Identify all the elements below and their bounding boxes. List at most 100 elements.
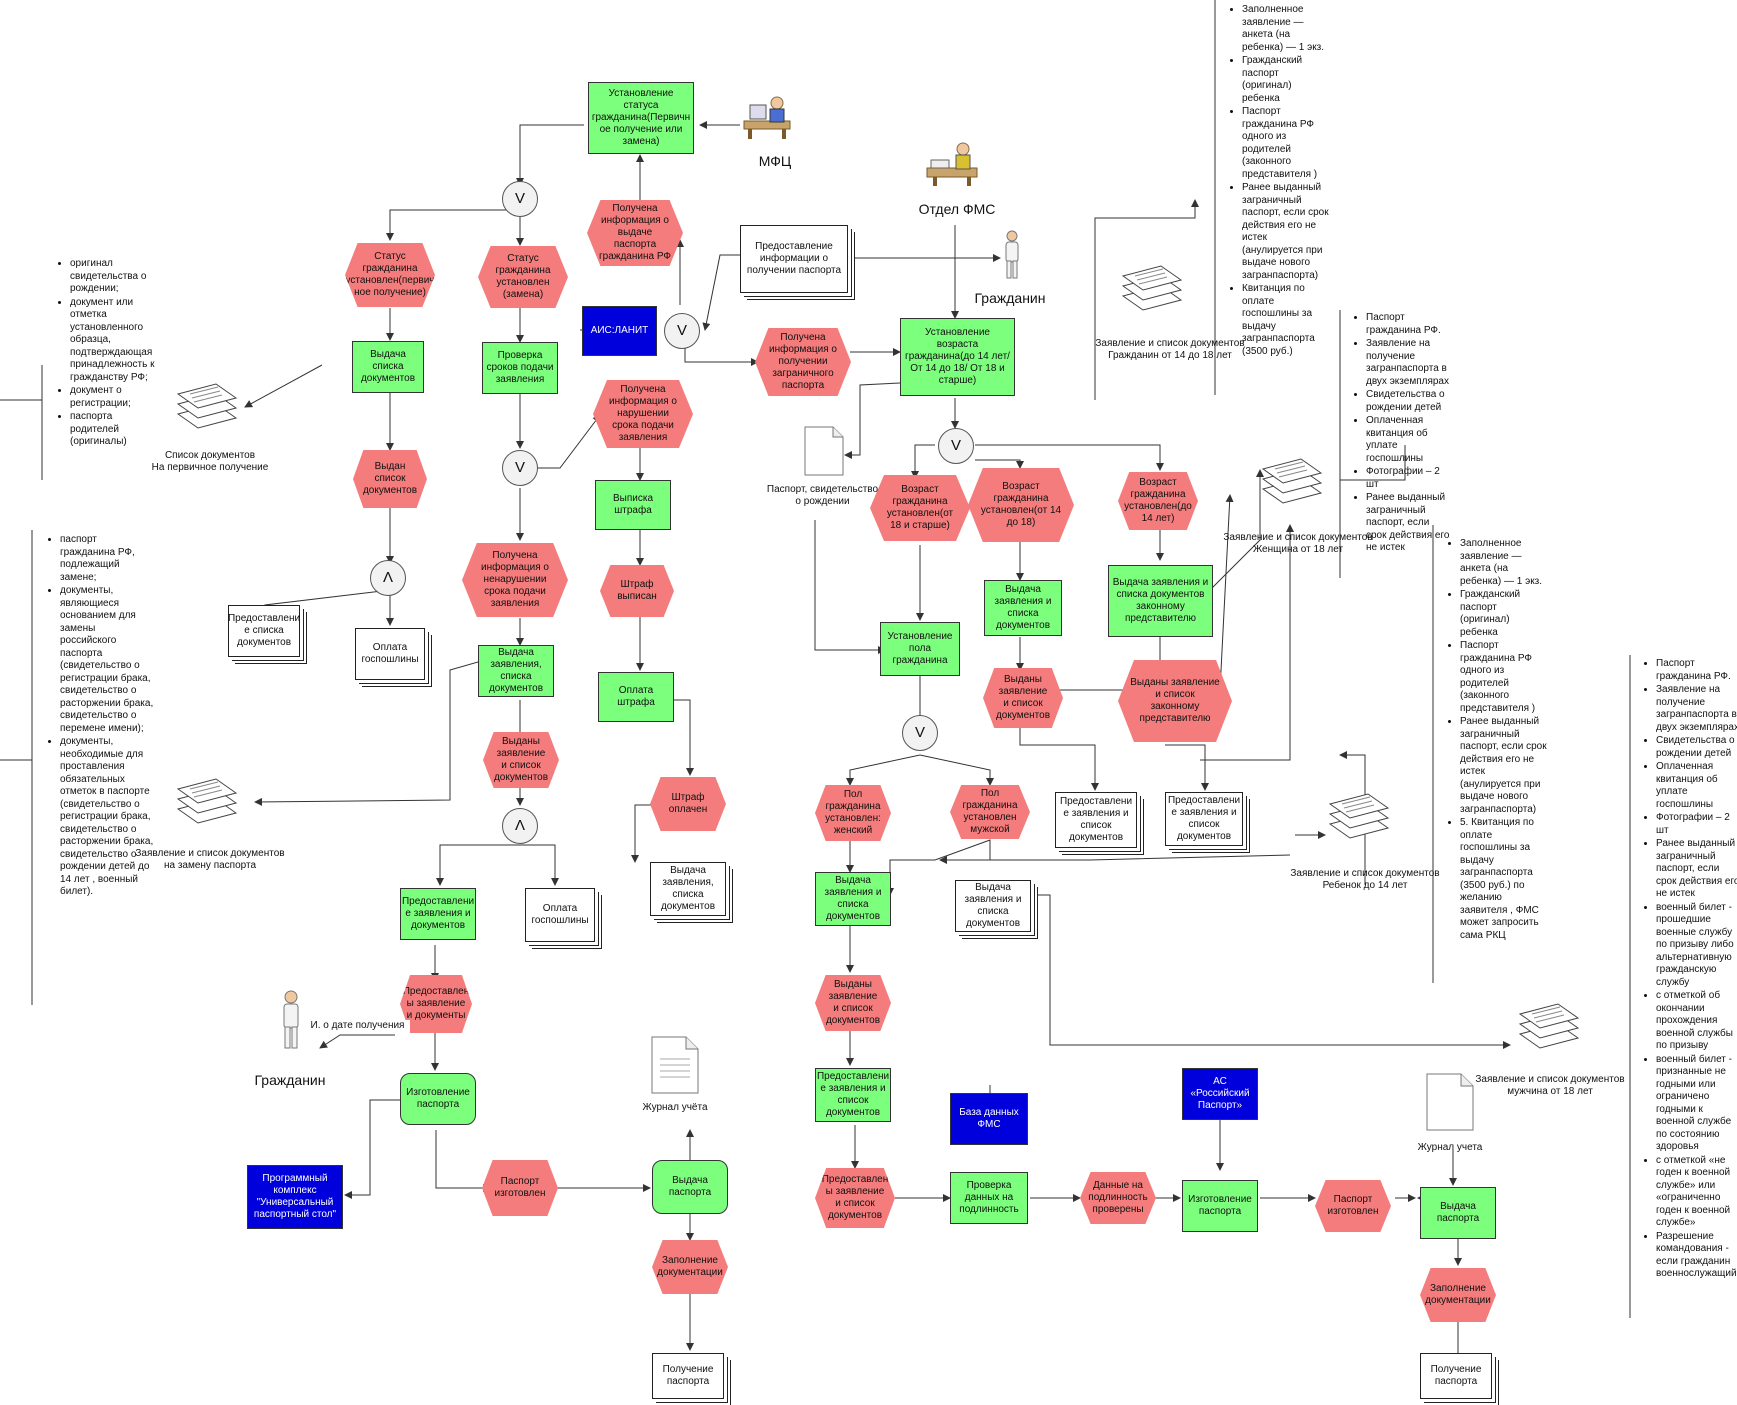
list-item: Оплаченная квитанция об уплате госпошлин… bbox=[1656, 761, 1737, 811]
function-make-passport-right[interactable]: Изготовление паспорта bbox=[1182, 1180, 1258, 1232]
event-info-rf[interactable]: Получена информация о выдаче паспорта гр… bbox=[587, 200, 683, 266]
document-stack-icon bbox=[176, 383, 238, 429]
system-upc[interactable]: Программный комплекс "Универсальный пасп… bbox=[247, 1165, 343, 1229]
function-issue-passport-right[interactable]: Выдача паспорта bbox=[1420, 1187, 1496, 1239]
event-made-left[interactable]: Паспорт изготовлен bbox=[482, 1160, 558, 1216]
label-mfc: МФЦ bbox=[758, 153, 792, 169]
clerk-icon bbox=[926, 142, 978, 186]
list-woman-docs: Паспорт гражданина РФ.Заявление на получ… bbox=[1342, 312, 1450, 556]
function-pay-fine[interactable]: Оплата штрафа bbox=[598, 672, 674, 722]
event-presented-female[interactable]: Предоставлен ы заявление и список докуме… bbox=[815, 1168, 895, 1228]
function-issue-list[interactable]: Выдача списка документов bbox=[352, 341, 424, 393]
list-first-docs: оригинал свидетельства о рождении;докуме… bbox=[46, 258, 156, 450]
list-item: военный билет - признанные не годными ил… bbox=[1656, 1054, 1737, 1154]
event-age-14[interactable]: Возраст гражданина установлен(до 14 лет) bbox=[1118, 472, 1198, 530]
list-item: Ранее выданный заграничный паспорт, если… bbox=[1460, 716, 1548, 816]
list-item: документ или отметка установленного обра… bbox=[70, 297, 156, 385]
operator-icon bbox=[743, 96, 791, 139]
document-stack-icon bbox=[1518, 1003, 1580, 1049]
list-item: Ранее выданный заграничный паспорт, если… bbox=[1656, 838, 1737, 901]
list-man-docs: Паспорт гражданина РФ.Заявление на получ… bbox=[1632, 658, 1737, 1282]
list-item: Квитанция по оплате госпошлины за выдачу… bbox=[1242, 283, 1330, 358]
document-stack-icon bbox=[1328, 793, 1390, 839]
label-docs-woman: Заявление и список документов Женщина от… bbox=[1223, 532, 1373, 555]
function-make-passport-left[interactable]: Изготовление паспорта bbox=[400, 1073, 476, 1125]
list-item: Гражданский паспорт (оригинал) ребенка bbox=[1460, 589, 1548, 639]
event-female[interactable]: Пол гражданина установлен: женский bbox=[815, 785, 891, 841]
event-violation[interactable]: Получена информация о нарушении срока по… bbox=[593, 380, 693, 448]
doc-receive-left[interactable]: Получение паспорта bbox=[652, 1353, 724, 1399]
system-ais-lanit[interactable]: АИС:ЛАНИТ bbox=[582, 306, 657, 356]
list-item: оригинал свидетельства о рождении; bbox=[70, 258, 156, 296]
function-fine[interactable]: Выписка штрафа bbox=[595, 480, 671, 530]
event-app-given[interactable]: Выданы заявление и список документов bbox=[483, 732, 559, 788]
doc-info-passport[interactable]: Предоставление информации о получении па… bbox=[740, 225, 848, 293]
event-fill-left[interactable]: Заполнение документации bbox=[652, 1240, 728, 1294]
function-present-docs[interactable]: Предоставлени е заявления и документов bbox=[400, 888, 476, 940]
list-item: документ о регистрации; bbox=[70, 385, 156, 410]
system-fms-db[interactable]: База данных ФМС bbox=[950, 1093, 1028, 1145]
event-verified[interactable]: Данные на подлинность проверены bbox=[1080, 1172, 1156, 1224]
function-app-female[interactable]: Выдача заявления и списка документов bbox=[815, 872, 891, 926]
event-status-replace[interactable]: Статус гражданина установлен (замена) bbox=[478, 246, 568, 308]
list-item: с отметкой об окончании прохождения воен… bbox=[1656, 990, 1737, 1053]
list-item: Паспорт гражданина РФ одного из родителе… bbox=[1460, 640, 1548, 715]
list-item: Фотографии – 2 шт bbox=[1656, 812, 1737, 837]
person-icon bbox=[283, 990, 299, 1049]
operator-or-5: V bbox=[902, 715, 938, 751]
list-item: Свидетельства о рождении детей bbox=[1366, 389, 1450, 414]
event-status-first[interactable]: Статус гражданина установлен(первич ное … bbox=[345, 243, 435, 307]
function-verify[interactable]: Проверка данных на подлинность bbox=[950, 1172, 1028, 1224]
label-citizen-right: Гражданин bbox=[974, 290, 1046, 306]
event-fine-paid[interactable]: Штраф оплачен bbox=[650, 777, 726, 831]
event-info-zagran[interactable]: Получена информация о получении загранич… bbox=[755, 328, 851, 396]
label-docs-child: Заявление и список документов Ребенок до… bbox=[1290, 868, 1440, 891]
label-docs-14-18: Заявление и список документов Гражданин … bbox=[1095, 338, 1245, 361]
event-age-14-18[interactable]: Возраст гражданина установлен(от 14 до 1… bbox=[968, 468, 1074, 542]
list-item: Ранее выданный заграничный паспорт, если… bbox=[1242, 182, 1330, 282]
label-fms: Отдел ФМС bbox=[918, 201, 996, 217]
list-item: документы, являющиеся основанием для зам… bbox=[60, 585, 154, 735]
function-issue-app[interactable]: Выдача заявления, списка документов bbox=[478, 645, 554, 697]
label-journal-left: Журнал учёта bbox=[642, 1102, 708, 1113]
function-issue-passport-left[interactable]: Выдача паспорта bbox=[652, 1160, 728, 1214]
doc-fee-2[interactable]: Оплата госпошлины bbox=[525, 888, 595, 942]
list-item: документы, необходимые для проставления … bbox=[60, 736, 154, 899]
function-check-terms[interactable]: Проверка сроков подачи заявления bbox=[482, 342, 558, 394]
event-given-14-18[interactable]: Выданы заявление и список документов bbox=[983, 668, 1063, 728]
operator-or-1: V bbox=[502, 181, 538, 217]
event-presented[interactable]: Предоставлен ы заявление и документы bbox=[400, 975, 472, 1033]
document-stack-icon bbox=[1261, 458, 1323, 504]
list-item: Паспорт гражданина РФ одного из родителе… bbox=[1242, 106, 1330, 181]
event-given-representative[interactable]: Выданы заявление и список законному пред… bbox=[1118, 660, 1232, 742]
function-app-14-18[interactable]: Выдача заявления и списка документов bbox=[984, 580, 1062, 636]
doc-receive-right[interactable]: Получение паспорта bbox=[1420, 1353, 1492, 1399]
doc-fine-app[interactable]: Выдача заявления, списка документов bbox=[650, 862, 726, 916]
doc-list[interactable]: Предоставлени е списка документов bbox=[228, 605, 300, 657]
doc-present-representative[interactable]: Предоставлени е заявления и список докум… bbox=[1165, 792, 1243, 846]
label-journal-right: Журнал учета bbox=[1417, 1142, 1483, 1153]
doc-app-male[interactable]: Выдача заявления и списка документов bbox=[955, 880, 1031, 932]
event-fill-right[interactable]: Заполнение документации bbox=[1420, 1268, 1496, 1322]
doc-fee-1[interactable]: Оплата госпошлины bbox=[355, 628, 425, 680]
operator-and-2: Λ bbox=[502, 808, 538, 844]
function-gender[interactable]: Установление пола гражданина bbox=[880, 622, 960, 676]
list-item: паспорта родителей (оригиналы) bbox=[70, 411, 156, 449]
label-citizen-left: Гражданин bbox=[254, 1072, 326, 1088]
event-made-right[interactable]: Паспорт изготовлен bbox=[1315, 1180, 1391, 1232]
event-list-given[interactable]: Выдан список документов bbox=[353, 450, 427, 508]
doc-present-14-18[interactable]: Предоставлени е заявления и список докум… bbox=[1055, 792, 1137, 848]
event-fine-issued[interactable]: Штраф выписан bbox=[600, 565, 674, 617]
list-teen-docs: Заполненное заявление — анкета (на ребен… bbox=[1218, 4, 1330, 359]
event-age-18[interactable]: Возраст гражданина установлен(от 18 и ст… bbox=[870, 475, 970, 541]
function-app-representative[interactable]: Выдача заявления и списка документов зак… bbox=[1108, 565, 1213, 637]
event-given-female[interactable]: Выданы заявление и список документов bbox=[815, 975, 891, 1031]
event-no-violation[interactable]: Получена информация о ненарушении срока … bbox=[462, 543, 568, 617]
list-child-docs: Заполненное заявление — анкета (на ребен… bbox=[1436, 538, 1548, 943]
operator-or-2: V bbox=[664, 313, 700, 349]
function-status[interactable]: Установление статуса гражданина(Первичн … bbox=[588, 82, 694, 154]
system-russian-passport[interactable]: АС «Российский Паспорт» bbox=[1182, 1068, 1258, 1120]
function-present-female[interactable]: Предоставлени е заявления и список докум… bbox=[815, 1068, 891, 1122]
event-male[interactable]: Пол гражданина установлен мужской bbox=[950, 785, 1030, 839]
function-age[interactable]: Установление возраста гражданина(до 14 л… bbox=[900, 318, 1015, 396]
